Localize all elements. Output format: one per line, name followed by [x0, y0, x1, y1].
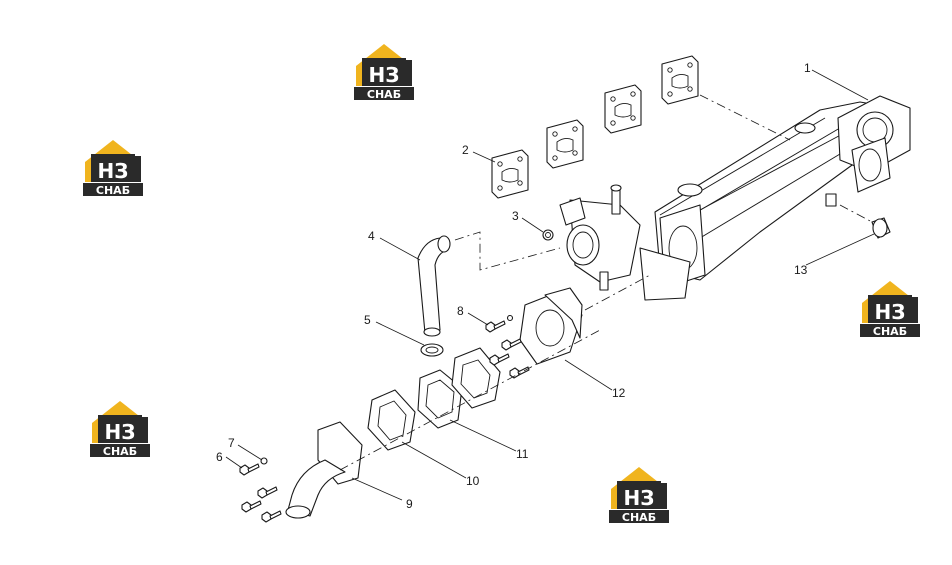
leader-12: [564, 359, 613, 391]
bolt-6d: [261, 510, 282, 523]
callout-1: 1: [804, 61, 811, 75]
gasket-b: [546, 119, 584, 169]
watermark-logo-3: НЗ СНАБ: [860, 281, 920, 338]
center-line-hose: [454, 231, 561, 271]
leader-6: [225, 456, 243, 469]
leader-8: [467, 312, 489, 326]
gasket-10: [367, 389, 416, 451]
bolt-8: [485, 320, 506, 333]
watermark-banner: СНАБ: [622, 511, 656, 524]
clamp-small: [542, 229, 554, 241]
watermark-banner: СНАБ: [103, 445, 137, 458]
callout-4: 4: [368, 229, 375, 243]
gasket-d: [661, 55, 699, 105]
watermark-logo-5: НЗ СНАБ: [609, 467, 669, 524]
watermark-letters: НЗ: [105, 420, 136, 444]
callout-12: 12: [612, 386, 626, 400]
watermark-logo-2: НЗ СНАБ: [83, 140, 143, 197]
callout-6: 6: [216, 450, 223, 464]
watermark-letters: НЗ: [98, 159, 129, 183]
watermark-logo-1: НЗ СНАБ: [354, 44, 414, 101]
callout-11: 11: [516, 447, 529, 461]
elbow-pipe: [285, 421, 363, 519]
watermark-letters: НЗ: [369, 63, 400, 87]
leader-11: [449, 419, 517, 452]
gasket-a: [491, 149, 529, 199]
callout-10: 10: [466, 474, 480, 488]
leader-5: [375, 321, 425, 346]
bolt-8d: [509, 366, 530, 379]
callout-2: 2: [462, 143, 469, 157]
gasket-11: [451, 347, 501, 409]
callout-13: 13: [794, 263, 808, 277]
cooler-body: [639, 95, 911, 301]
leader-3: [521, 217, 544, 233]
watermark-banner: СНАБ: [367, 88, 401, 101]
watermark-letters: НЗ: [875, 300, 906, 324]
gasket-c: [604, 84, 642, 134]
callout-7: 7: [228, 436, 235, 450]
valve-housing: [559, 184, 641, 291]
bolt-6a: [239, 463, 260, 476]
bolt-8c: [489, 353, 510, 366]
bolt-6c: [241, 500, 262, 513]
flange-plate-11: [417, 369, 463, 429]
bolt-6b: [257, 486, 278, 499]
watermark-letters: НЗ: [624, 486, 655, 510]
bolt-8b: [501, 338, 522, 351]
washer-7: [260, 457, 268, 465]
outlet-flange-12: [519, 287, 583, 365]
leader-13: [805, 233, 875, 266]
leader-7: [237, 444, 263, 461]
leader-4: [379, 237, 421, 261]
washer-8: [506, 314, 514, 322]
leader-1: [811, 69, 869, 101]
callout-3: 3: [512, 209, 519, 223]
watermark-banner: СНАБ: [96, 184, 130, 197]
center-line-plug: [839, 204, 873, 223]
drain-plug: [871, 217, 891, 239]
watermark-banner: СНАБ: [873, 325, 907, 338]
callout-8: 8: [457, 304, 464, 318]
coolant-hose: [417, 235, 451, 337]
hose-clamp: [420, 343, 444, 357]
leader-10: [401, 441, 467, 479]
center-line-lower: [339, 329, 601, 471]
center-line-top: [699, 94, 791, 141]
watermark-logo-4: НЗ СНАБ: [90, 401, 150, 458]
callout-9: 9: [406, 497, 413, 511]
callout-5: 5: [364, 313, 371, 327]
center-line-mid: [584, 274, 651, 311]
leader-9: [351, 477, 403, 501]
leader-2: [472, 151, 496, 163]
